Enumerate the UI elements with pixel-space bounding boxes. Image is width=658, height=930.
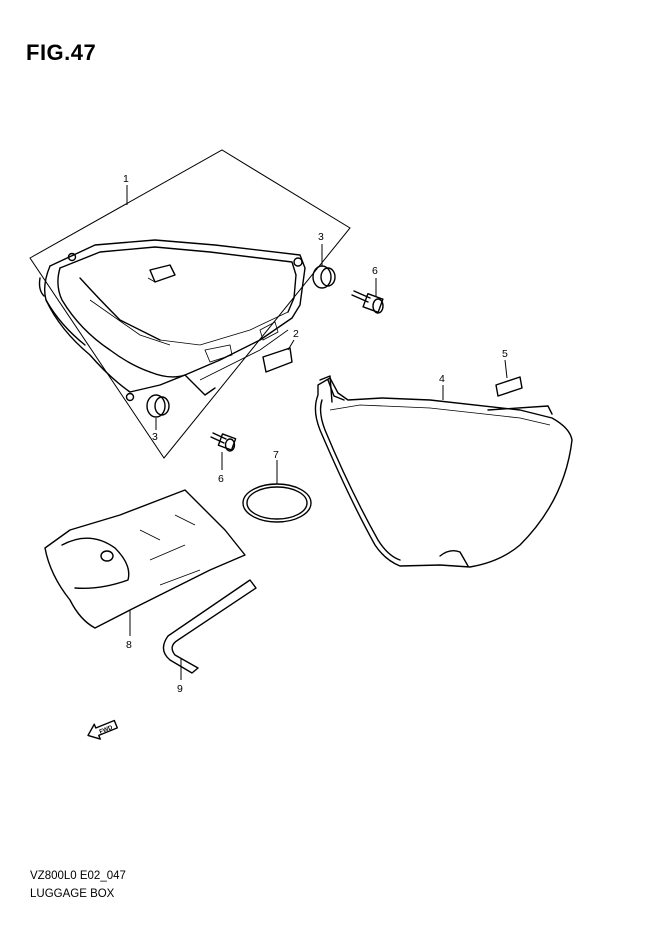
callout-3-upper: 3 [318, 231, 324, 243]
luggage-box-part [38, 239, 306, 402]
callout-6-upper: 6 [372, 265, 378, 277]
hex-wrench-part-9 [162, 579, 257, 674]
grommet-upper [312, 265, 336, 289]
block-part-5 [495, 376, 523, 397]
callout-9: 9 [177, 683, 183, 695]
figure-title: FIG.47 [26, 40, 97, 65]
callout-6-lower: 6 [218, 473, 224, 485]
figure-name: LUGGAGE BOX [30, 888, 115, 900]
callout-4: 4 [439, 373, 445, 385]
callout-1: 1 [123, 173, 129, 185]
leader-lines [126, 185, 508, 680]
side-cover-part-4 [314, 375, 573, 568]
callout-8: 8 [126, 639, 132, 651]
figure-code: VZ800L0 E02_047 [30, 870, 126, 882]
bolt-upper [351, 290, 384, 314]
o-ring-part-7 [242, 483, 312, 523]
callout-3-lower: 3 [152, 431, 158, 443]
grommet-lower [146, 394, 170, 418]
assembly-frame [29, 149, 351, 459]
bolt-lower [210, 432, 237, 452]
fwd-arrow-icon: FWD [87, 719, 119, 740]
fwd-label: FWD [99, 725, 115, 736]
callout-2: 2 [293, 328, 299, 340]
callout-5: 5 [502, 348, 508, 360]
bag-part-8 [44, 489, 246, 629]
pad-part-2 [262, 347, 293, 373]
callout-7: 7 [273, 449, 279, 461]
